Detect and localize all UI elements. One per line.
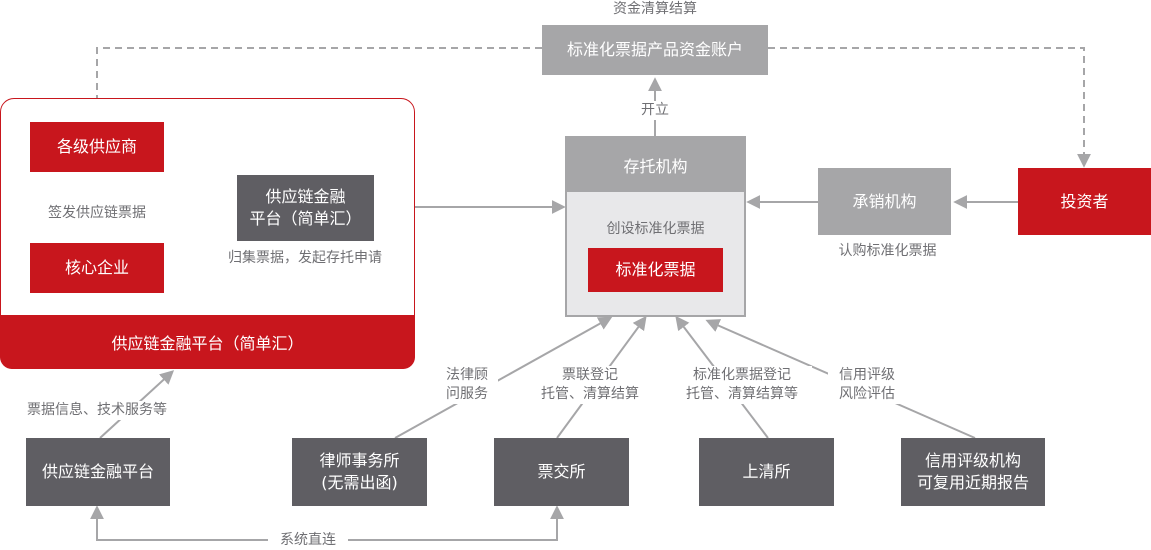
direct-connection-label: 系统直连 xyxy=(268,531,348,550)
custodian-title: 存托机构 xyxy=(567,138,744,192)
issue-label: 签发供应链票据 xyxy=(22,204,172,223)
shanghai-clearing-box: 上清所 xyxy=(699,438,834,506)
dashed-line-to-suppliers xyxy=(90,47,542,121)
rating-service-label: 信用评级 风险评估 xyxy=(828,366,906,404)
custodian-container: 存托机构 创设标准化票据 标准化票据 xyxy=(565,136,746,317)
bill-exchange-box: 票交所 xyxy=(494,438,629,506)
dashed-line-to-investor xyxy=(768,47,1091,168)
scf-platform-bottom-box: 供应链金融平台 xyxy=(26,438,170,506)
core-enterprise-box: 核心企业 xyxy=(30,243,164,293)
info-service-label: 票据信息、技术服务等 xyxy=(12,401,182,420)
create-label: 创设标准化票据 xyxy=(606,221,705,237)
rating-agency-box: 信用评级机构 可复用近期报告 xyxy=(901,438,1045,506)
platform-band: 供应链金融平台（简单汇） xyxy=(0,315,415,369)
suppliers-box: 各级供应商 xyxy=(30,122,164,172)
standard-bill-box: 标准化票据 xyxy=(588,248,723,292)
collect-label: 归集票据，发起存托申请 xyxy=(205,249,405,268)
shch-service-label: 标准化票据登记 托管、清算结算等 xyxy=(672,366,812,404)
law-firm-box: 律师事务所 (无需出函) xyxy=(292,438,427,506)
open-label: 开立 xyxy=(630,101,680,120)
scf-platform-box: 供应链金融 平台（简单汇） xyxy=(237,175,374,241)
law-service-label: 法律顾 问服务 xyxy=(436,366,498,404)
clearing-label: 资金清算结算 xyxy=(590,0,720,19)
underwriter-box: 承销机构 xyxy=(818,168,951,235)
product-fund-account: 标准化票据产品资金账户 xyxy=(542,25,768,75)
subscribe-label: 认购标准化票据 xyxy=(820,242,955,261)
arrow-law-to-custodian xyxy=(394,316,613,439)
exchange-service-label: 票联登记 托管、清算结算 xyxy=(528,366,652,404)
investor-box: 投资者 xyxy=(1018,168,1151,235)
